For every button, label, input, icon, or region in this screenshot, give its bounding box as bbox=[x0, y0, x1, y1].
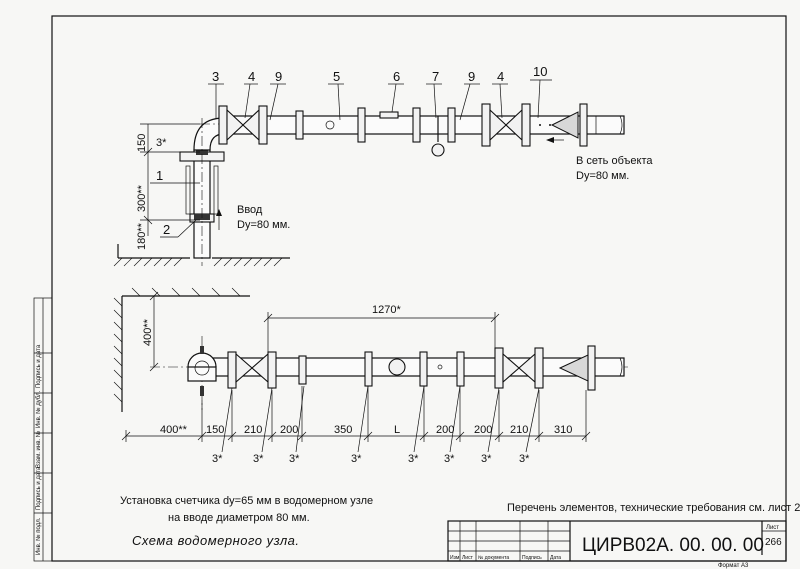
weld-mark-2: 3* bbox=[253, 453, 264, 465]
weld-mark-4: 3* bbox=[351, 453, 362, 465]
dim-1270: 1270* bbox=[372, 304, 401, 316]
sheet-label: Лист bbox=[766, 525, 779, 531]
weld-mark-5: 3* bbox=[408, 453, 419, 465]
dim-bottom-200a: 200 bbox=[280, 424, 298, 436]
dim-bottom-150: 150 bbox=[206, 424, 224, 436]
outlet-label: В сеть объекта bbox=[576, 155, 653, 167]
document-code: ЦИРВ02А. 00. 00. 00 bbox=[582, 535, 764, 556]
tb-col-date: Дата bbox=[550, 555, 561, 561]
dim-bottom-210b: 210 bbox=[510, 424, 528, 436]
format-label: Формат А3 bbox=[718, 563, 749, 569]
leader-label-1: 1 bbox=[156, 168, 163, 183]
weld-mark-7: 3* bbox=[481, 453, 492, 465]
part-label-7: 7 bbox=[432, 69, 439, 84]
tb-col-doc: № документа bbox=[478, 555, 509, 561]
dim-bottom-350: 350 bbox=[334, 424, 352, 436]
dim-bottom-200c: 200 bbox=[474, 424, 492, 436]
valve-right bbox=[489, 108, 507, 142]
inlet-label: Ввод bbox=[237, 204, 263, 216]
dim-bottom-210a: 210 bbox=[244, 424, 262, 436]
drain-valve bbox=[431, 143, 445, 157]
tb-col-izm: Изм bbox=[450, 555, 460, 561]
dim-300: 300** bbox=[136, 184, 148, 212]
meter-plan bbox=[388, 358, 406, 376]
dim-bottom-310: 310 bbox=[554, 424, 572, 436]
strainer bbox=[550, 111, 579, 139]
valve-left bbox=[226, 108, 244, 142]
install-note-line1: Установка счетчика dy=65 мм в водомерном… bbox=[120, 495, 373, 507]
part-labels: 3 4 9 5 6 7 9 4 10 bbox=[208, 64, 552, 121]
stamp-label-5: Подпись и дата bbox=[36, 344, 42, 388]
tb-col-list: Лист bbox=[462, 555, 474, 561]
inlet-diameter: Dy=80 мм. bbox=[237, 219, 290, 231]
dim-180: 180** bbox=[136, 222, 148, 250]
weld-mark-8: 3* bbox=[519, 453, 530, 465]
part-label-4b: 4 bbox=[497, 69, 504, 84]
part-label-9: 9 bbox=[275, 69, 282, 84]
part-label-4: 4 bbox=[248, 69, 255, 84]
install-note-line2: на вводе диаметром 80 мм. bbox=[168, 512, 310, 524]
weld-mark-6: 3* bbox=[444, 453, 455, 465]
stamp-label-2: Подпись и дата bbox=[36, 466, 42, 510]
leader-label-2: 2 bbox=[163, 222, 170, 237]
elevation-view: 3 4 9 5 6 7 9 4 10 150 3* 300** bbox=[113, 64, 653, 267]
part-label-6: 6 bbox=[393, 69, 400, 84]
tb-col-sign: Подпись bbox=[522, 555, 542, 561]
dim-150: 150 bbox=[136, 134, 148, 152]
part-label-9b: 9 bbox=[468, 69, 475, 84]
dim-bottom-400: 400** bbox=[160, 424, 188, 436]
drawing-frame bbox=[51, 15, 787, 562]
sheet-number: 266 bbox=[765, 537, 782, 548]
dim-bottom-L: L bbox=[394, 424, 400, 436]
part-label-3: 3 bbox=[212, 69, 219, 84]
part-label-5: 5 bbox=[333, 69, 340, 84]
stamp-label-4: Инв. № дубл. bbox=[35, 391, 42, 428]
title-block: Изм Лист № документа Подпись Дата ЦИРВ02… bbox=[447, 520, 787, 569]
elements-reference-note: Перечень элементов, технические требован… bbox=[507, 502, 800, 514]
dim-400-vertical: 400** bbox=[142, 318, 154, 346]
plan-view: 1270* 400** 400** 150 210 200 350 L bbox=[113, 287, 630, 465]
weld-mark-3: 3* bbox=[289, 453, 300, 465]
weld-mark-1: 3* bbox=[212, 453, 223, 465]
scheme-title: Схема водомерного узла. bbox=[132, 533, 300, 548]
part-label-10: 10 bbox=[533, 64, 547, 79]
outlet-diameter: Dy=80 мм. bbox=[576, 170, 629, 182]
dim-bottom-200b: 200 bbox=[436, 424, 454, 436]
dim-3star-top: 3* bbox=[156, 137, 167, 149]
stamp-label-3: Взам. инв. № bbox=[35, 431, 42, 468]
water-meter bbox=[379, 111, 399, 119]
stamp-label-1: Инв. № подл. bbox=[35, 517, 42, 555]
